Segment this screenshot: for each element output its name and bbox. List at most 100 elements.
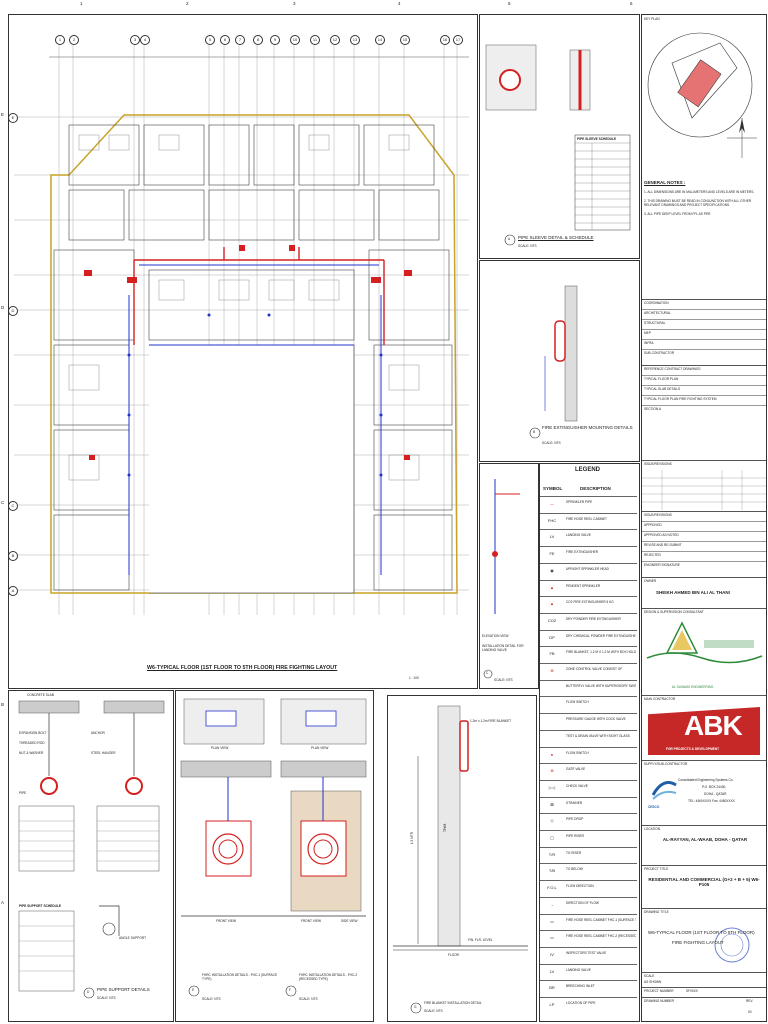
legend-row: ▲PENDENT SPRINKLER (540, 579, 637, 594)
cesco-tel: TEL: 4460XXXX Fax: 4460XXXX (688, 799, 735, 803)
titleblock-row: SECTION A (642, 405, 766, 416)
titleblock-row-label: STRUCTURAL (644, 321, 666, 325)
pipe-support-drawing (18, 700, 165, 999)
grid-bubble: 6 (220, 35, 230, 45)
location-label: LOCATION (644, 827, 661, 831)
titleblock-row: SUB-CONTRACTOR (642, 349, 766, 360)
legend-row: ◉UPRIGHT SPRINKLER HEAD (540, 562, 637, 577)
owner-name: SHEIKH AHMED BIN ALI AL THANI (656, 590, 730, 595)
grid-bubble: 9 (270, 35, 280, 45)
consultant-logo (646, 621, 763, 664)
titleblock-row: ENGINEER SIGNATURE (642, 561, 766, 572)
grid-bubble: 14 (375, 35, 385, 45)
owner-label: OWNER (644, 579, 657, 583)
landing-valve-panel: ELEVATION VIEW C INSTALLATION DETAIL FOR… (479, 463, 539, 689)
titleblock-row: TYPICAL FLOOR PLAN (642, 375, 766, 386)
legend-description: BREECHING INLET (566, 984, 595, 989)
legend-symbol: BR (549, 985, 555, 991)
legend-row: —SPRINKLER PIPE (540, 496, 637, 510)
legend-symbol (542, 699, 562, 708)
legend-symbol: T/B (548, 868, 556, 874)
titleblock-row: ARCHITECTURAL (642, 309, 766, 320)
legend-description: DRY CHEMICAL POWDER FIRE EXTINGUISHER 6 … (566, 633, 636, 638)
legend-symbol: ▲ (550, 601, 554, 607)
legend-col-description: DESCRIPTION (580, 486, 611, 491)
tb-divider (642, 908, 766, 909)
tb-divider (642, 972, 766, 973)
legend-symbol: DP (549, 634, 555, 640)
legend-row: ▭FIRE HOSE REEL CABINET FHC-2 (RECESSED … (540, 930, 637, 944)
legend-description: DIRECTION OF FLOW (566, 900, 599, 905)
legend-symbol (542, 716, 562, 725)
scale-label: SCALE (644, 974, 655, 978)
project-label: PROJECT TITLE (644, 867, 669, 871)
tb-divider (642, 365, 766, 366)
cesco-name: Consolidated Engineering Systems Co. (678, 778, 734, 782)
sleeve-table-header: PIPE SLEEVE SCHEDULE (577, 137, 617, 141)
border-letter: E (1, 112, 5, 117)
tb-divider (642, 695, 766, 696)
fhrc1-bubble: E (192, 988, 195, 992)
support-label: CONCRETE SLAB (27, 693, 54, 697)
legend-symbol: ● (550, 751, 554, 757)
legend-description: PENDENT SPRINKLER (566, 583, 601, 588)
drawing-title-label: DRAWING TITLE (644, 910, 669, 914)
legend-description: TO BELOW (566, 867, 583, 872)
tb-divider (642, 608, 766, 609)
legend-symbol (542, 683, 562, 692)
grid-bubble: 5 (205, 35, 215, 45)
blanket-label: 1.2m x 1.2m FIRE BLANKET (470, 719, 512, 723)
main-contractor-label: MAIN CONTRACTOR (644, 697, 676, 701)
extinguisher-bubble: B (533, 430, 536, 434)
border-letter: D (1, 305, 5, 310)
legend-description: TEST & DRAIN VALVE WITH SIGHT GLASS (566, 733, 630, 738)
titleblock-row-label: ARCHITECTURAL (644, 311, 671, 315)
revisions-table (642, 470, 766, 510)
legend-title: LEGEND (575, 467, 601, 473)
legend-symbol: FHC (547, 517, 557, 523)
tb-divider (642, 825, 766, 826)
titleblock-row-label: TYPICAL FLOOR PLAN (644, 377, 679, 381)
fhrc2-side-view: SIDE VIEW (341, 919, 358, 923)
landing-scale: SCALE: NTS (494, 678, 513, 682)
legend-row: →DIRECTION OF FLOW (540, 896, 637, 911)
grid-bubble: 10 (290, 35, 300, 45)
legend-description: ZONE CONTROL VALVE CONSIST OF (566, 667, 623, 671)
titleblock-row: APPROVED AS NOTED (642, 531, 766, 542)
support-label: NUT & WASHER (19, 751, 44, 755)
tb-divider (642, 997, 766, 998)
legend-symbol: ▢ (550, 835, 554, 840)
plan-title: W6-TYPICAL FLOOR (1ST FLOOR TO 5TH FLOOR… (147, 665, 338, 671)
support-label: ANCHOR (91, 731, 105, 735)
floor-plan-panel: 1 2 3 4 5 6 7 8 9 10 11 12 13 14 15 16 1… (8, 14, 478, 689)
titleblock-row: REJECTED (642, 551, 766, 562)
cesco-logo-text: CESCO (648, 805, 660, 809)
fire-blanket-panel: 1.2m x 1.2m FIRE BLANKET WALL 1.5 MTR FI… (387, 695, 537, 1022)
support-label: STEEL HANGER (91, 751, 116, 755)
grid-bubble: D (9, 306, 18, 316)
extinguisher-panel: B FIRE EXTINGUISHER MOUNTING DETAILS SCA… (479, 260, 640, 462)
abk-subtitle: FOR PROJECTS & DEVELOPMENT (666, 747, 720, 751)
legend-description: PIPE RISER (566, 834, 584, 838)
legend-row: T/B TO BELOW (540, 863, 637, 877)
project-title: RESIDENTIAL AND COMMERCIAL (G+2 + B + 5)… (648, 877, 760, 887)
legend-description: CHECK VALVE (566, 783, 588, 788)
cesco-po: P.O. BOX 24430, (702, 785, 727, 789)
grid-bubble: 4 (140, 35, 150, 45)
notes-line: 1. ALL DIMENSIONS ARE IN MILLIMETERS AND… (644, 190, 755, 194)
legend-description: FLOW SWITCH (566, 750, 589, 755)
legend-description: FIRE HOSE REEL CABINET FHC-1 (SURFACE TY… (566, 917, 636, 922)
fhrc2-bubble: F (289, 988, 291, 992)
legend-row: ⊠STRAINER (540, 796, 637, 811)
extinguisher-drawing (529, 285, 578, 439)
fhrc-panel: PLAN VIEW PLAN VIEW FRONT VIEW FRONT VIE… (175, 690, 374, 1022)
legend-description: LANDING VALVE (566, 967, 591, 972)
grid-bubble: E (9, 113, 18, 123)
grid-bubble: 8 (253, 35, 263, 45)
